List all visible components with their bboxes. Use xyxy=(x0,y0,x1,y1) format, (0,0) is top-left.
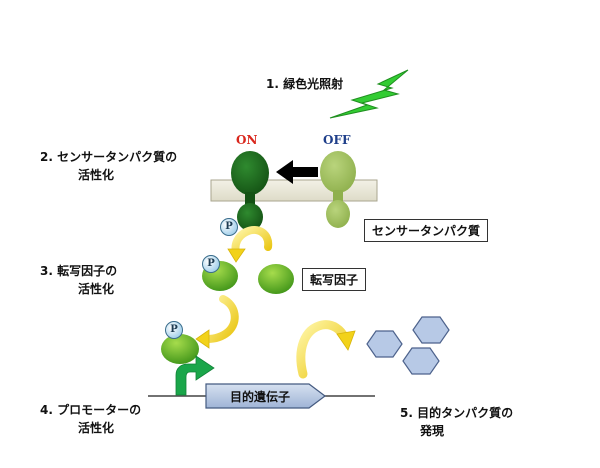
step-5-label: 5. 目的タンパク質の 発現 xyxy=(400,404,513,440)
promoter-arrow-icon xyxy=(175,355,215,396)
phosphate-badge: P xyxy=(202,255,220,273)
curved-arrow-3-head-icon xyxy=(336,330,356,351)
curved-arrow-1-icon xyxy=(231,226,273,256)
step-2-line1: 2. センサータンパク質の xyxy=(40,150,178,164)
off-label: OFF xyxy=(323,133,351,147)
step-1-label: 1. 緑色光照射 xyxy=(266,75,343,93)
protein-hexagon xyxy=(412,316,450,344)
step-5-line1: 5. 目的タンパク質の xyxy=(400,406,514,420)
tf-bound xyxy=(161,334,199,364)
curved-arrow-2-icon xyxy=(203,295,239,343)
sensor-on-head xyxy=(231,151,269,195)
protein-hexagon xyxy=(402,347,440,375)
curved-arrow-3-icon xyxy=(296,320,350,379)
curved-arrow-2-head-icon xyxy=(195,329,210,349)
tf-inactive xyxy=(258,264,294,294)
target-gene-shape xyxy=(205,383,326,409)
sensor-on-foot xyxy=(237,203,263,231)
sensor-on-stalk xyxy=(245,192,255,206)
step-2-label: 2. センサータンパク質の 活性化 xyxy=(40,148,177,184)
step-2-line2: 活性化 xyxy=(78,168,115,182)
lightning-icon xyxy=(329,69,409,119)
step-5-line2: 発現 xyxy=(420,424,445,438)
step-3-line1: 3. 転写因子の xyxy=(40,264,118,278)
sensor-off-head xyxy=(320,151,356,193)
sensor-off-foot xyxy=(326,200,350,228)
sensor-off-stalk xyxy=(333,190,343,206)
target-gene-label: 目的遺伝子 xyxy=(229,390,290,404)
step-4-label: 4. プロモーターの 活性化 xyxy=(40,401,141,437)
curved-arrow-1-head-icon xyxy=(227,248,246,263)
transcription-factor-label: 転写因子 xyxy=(302,268,367,291)
step-3-line2: 活性化 xyxy=(78,282,115,296)
phosphate-badge: P xyxy=(220,218,238,236)
activation-arrow-icon xyxy=(276,160,318,184)
step-1-text: 1. 緑色光照射 xyxy=(266,77,344,91)
step-4-line1: 4. プロモーターの xyxy=(40,403,142,417)
step-3-label: 3. 転写因子の 活性化 xyxy=(40,262,117,298)
protein-hexagon xyxy=(366,330,403,358)
phosphate-badge: P xyxy=(165,321,183,339)
on-label: ON xyxy=(236,133,258,147)
sensor-protein-label: センサータンパク質 xyxy=(364,219,489,242)
step-4-line2: 活性化 xyxy=(78,421,115,435)
